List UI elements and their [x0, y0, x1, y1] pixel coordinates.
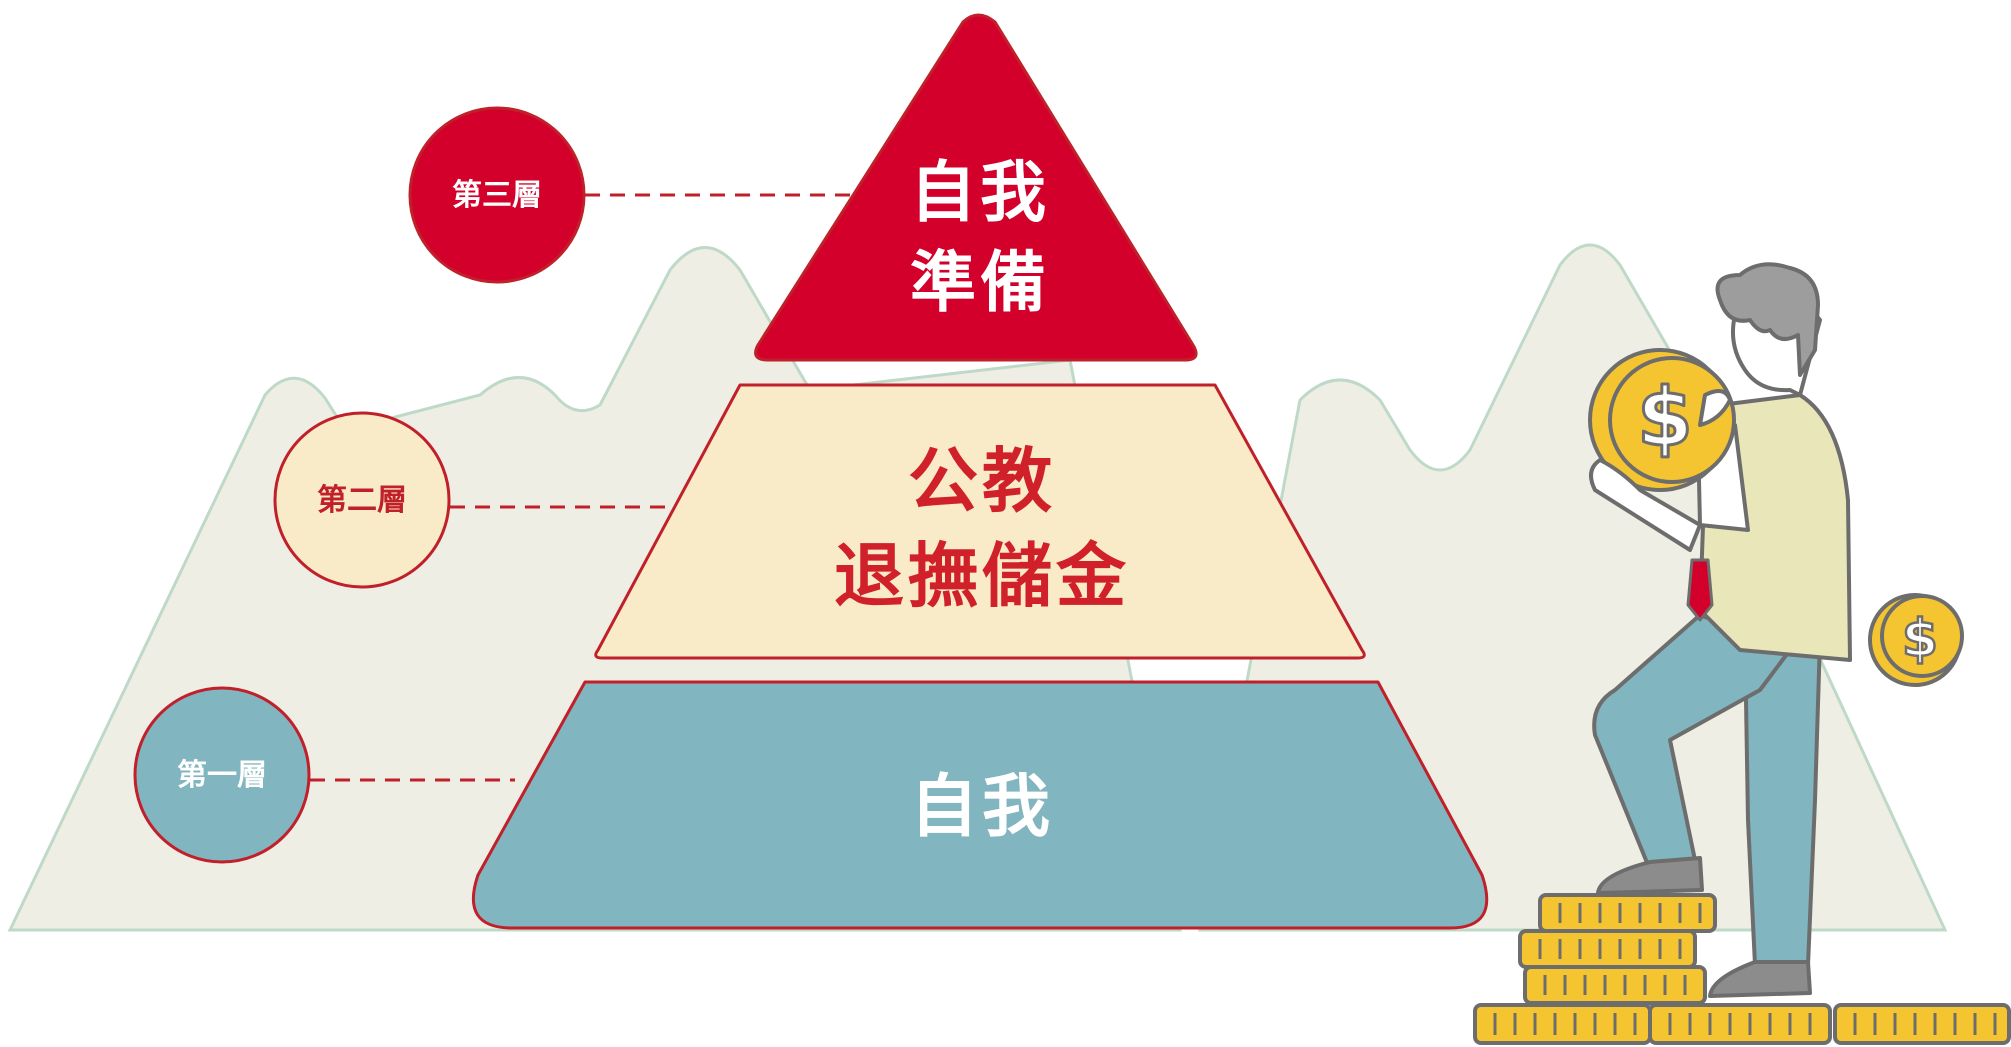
tier-3-line-1: 自我 [910, 154, 1050, 231]
badge-tier-2-label: 第二層 [317, 483, 407, 518]
coin-stack-top [1538, 893, 1717, 933]
badge-tier-3: 第三層 [408, 106, 586, 284]
tier-1-shape [472, 680, 1489, 930]
person-hair [1715, 262, 1820, 377]
tier-badges: 第三層 第二層 第一層 [133, 106, 586, 864]
tier-3-shape [754, 13, 1198, 362]
person-shoe-back [1708, 960, 1812, 998]
coin-held-symbol: $ [1637, 371, 1693, 464]
coin-falling-symbol: $ [1902, 609, 1938, 669]
badge-tier-2: 第二層 [273, 411, 451, 589]
coin-falling: $ [1868, 593, 1964, 687]
tier-1-line-1: 自我 [910, 768, 1054, 847]
coin-stack-upper [1518, 929, 1697, 969]
coin-stack-middle [1523, 965, 1707, 1005]
person-tie [1686, 558, 1714, 622]
tier-2-line-1: 公教 [908, 440, 1056, 522]
person-illustration: $ [1588, 262, 1852, 998]
badge-tier-1-label: 第一層 [177, 758, 267, 793]
dashed-connectors [310, 193, 855, 782]
coin-stack-base-middle [1648, 1003, 1832, 1045]
coin-stacks [1473, 893, 2011, 1045]
tier-2-shape [594, 383, 1366, 660]
tier-3-line-2: 準備 [910, 244, 1050, 321]
person-front-leg [1592, 613, 1792, 872]
coin-stack-base-left [1473, 1003, 1652, 1045]
badge-tier-3-label: 第三層 [452, 178, 542, 213]
person-hand-lower [1589, 458, 1702, 552]
badge-tier-1: 第一層 [133, 686, 311, 864]
coin-held: $ [1588, 348, 1736, 492]
person-shoe-front [1596, 856, 1704, 895]
pyramid [472, 13, 1489, 930]
coin-stack-base-right [1833, 1003, 2011, 1045]
person-hand-upper [1698, 389, 1732, 427]
tier-2-line-2: 退撫儲金 [834, 535, 1130, 617]
pyramid-labels: 自我 準備 公教 退撫儲金 自我 [834, 154, 1130, 847]
coin-stack-ridges [1493, 903, 1997, 1035]
